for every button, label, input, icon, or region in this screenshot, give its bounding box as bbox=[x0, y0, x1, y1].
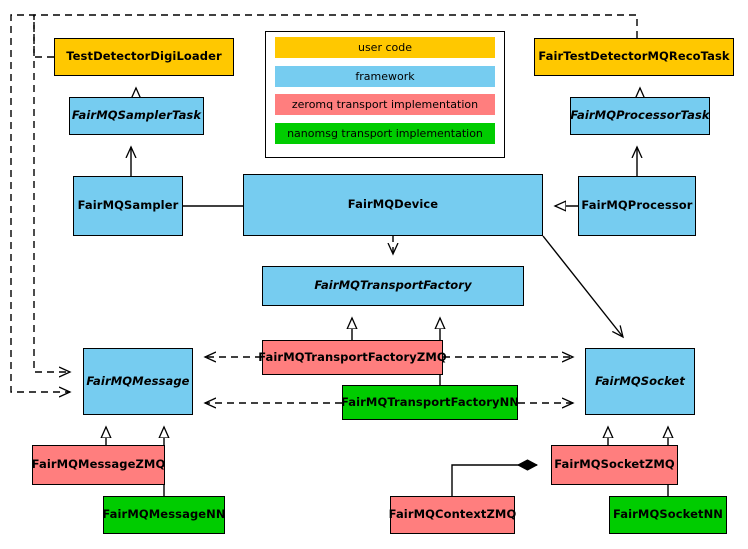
class-node-fairmqtransportfactorynn[interactable]: FairMQTransportFactoryNN bbox=[341, 385, 519, 420]
legend-item-framework: framework bbox=[275, 66, 495, 87]
class-node-fairmqmessagezmq[interactable]: FairMQMessageZMQ bbox=[32, 445, 165, 485]
class-node-fairmqprocessortask[interactable]: FairMQProcessorTask bbox=[570, 97, 710, 135]
class-node-fairmqsampler[interactable]: FairMQSampler bbox=[73, 176, 183, 236]
class-node-fairmqmessagenn[interactable]: FairMQMessageNN bbox=[102, 496, 226, 534]
class-node-testdetectordigiloader[interactable]: TestDetectorDigiLoader bbox=[54, 38, 234, 76]
legend-item-zeromq: zeromq transport implementation bbox=[275, 94, 495, 115]
class-node-fairmqcontextzmq[interactable]: FairMQContextZMQ bbox=[389, 496, 516, 534]
class-node-fairmqtransportfactory[interactable]: FairMQTransportFactory bbox=[262, 266, 524, 306]
legend-item-nanomsg: nanomsg transport implementation bbox=[275, 123, 495, 144]
class-node-fairmqdevice[interactable]: FairMQDevice bbox=[243, 174, 543, 236]
legend-item-user-code: user code bbox=[275, 37, 495, 58]
class-node-fairmqsocketnn[interactable]: FairMQSocketNN bbox=[609, 496, 727, 534]
edge-device-to-socket bbox=[542, 235, 623, 337]
class-node-fairmqsamplertask[interactable]: FairMQSamplerTask bbox=[69, 97, 204, 135]
class-node-fairtestdetectormqrecotask[interactable]: FairTestDetectorMQRecoTask bbox=[534, 38, 734, 76]
class-node-fairmqmessage[interactable]: FairMQMessage bbox=[83, 348, 193, 415]
edge-contextzmq-to-socketzmq bbox=[451, 465, 537, 496]
class-node-fairmqsocketzmq[interactable]: FairMQSocketZMQ bbox=[551, 445, 678, 485]
class-node-fairmqsocket[interactable]: FairMQSocket bbox=[585, 348, 695, 415]
class-node-fairmqprocessor[interactable]: FairMQProcessor bbox=[578, 176, 696, 236]
class-node-fairmqtransportfactoryzmq[interactable]: FairMQTransportFactoryZMQ bbox=[258, 340, 447, 375]
